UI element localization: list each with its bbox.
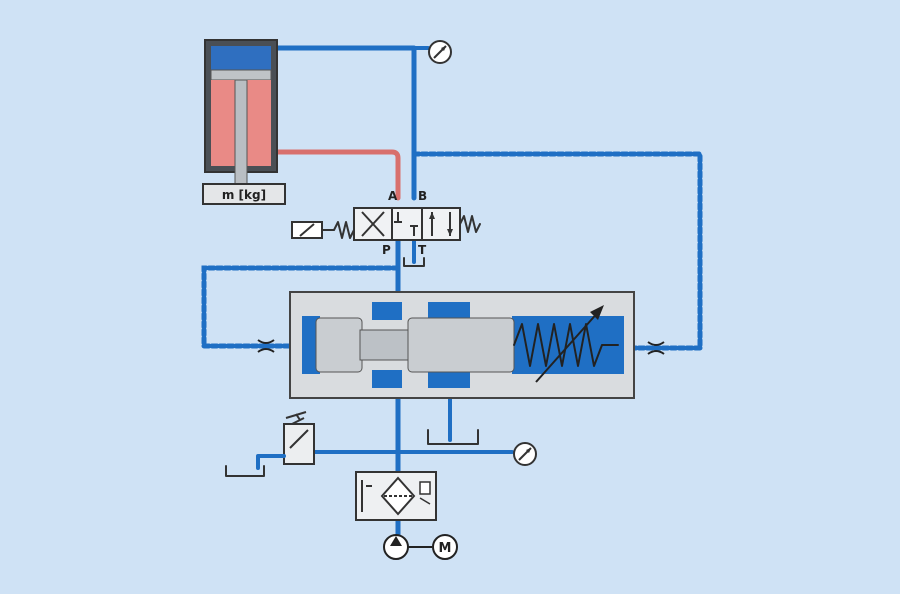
pilot-lines	[201, 151, 703, 351]
port-p-label: P	[382, 243, 391, 257]
tank-icon	[225, 465, 265, 477]
load-label: m [kg]	[222, 188, 266, 202]
pressure-gauge-icon	[428, 40, 452, 64]
directional-control-valve: A B P T	[291, 189, 481, 257]
valve-envelope-right	[421, 207, 461, 241]
port-a-label: A	[388, 189, 398, 203]
throttle-valve-icon	[647, 341, 665, 355]
compensator-spool-left	[315, 317, 363, 373]
cylinder-rod-chamber-left	[211, 80, 235, 166]
compensator-port-bottom-right	[428, 370, 470, 388]
spring-icon	[333, 221, 355, 239]
port-t-label: T	[418, 243, 427, 257]
port-b-label: B	[418, 189, 427, 203]
tank-icon	[403, 257, 425, 267]
compensator-spool-right	[407, 317, 515, 373]
adjustment-arrow-head	[590, 305, 604, 320]
load-box	[202, 183, 286, 205]
pressure-gauge-icon	[513, 442, 537, 466]
line-cylinder-top-to-b	[273, 45, 417, 201]
tank-icon	[427, 429, 479, 445]
adjustment-arrow	[535, 309, 601, 383]
compensator-port-top-left	[372, 302, 402, 320]
pressure-compensator	[289, 291, 635, 399]
filter-icon	[380, 476, 416, 516]
line-cylinder-rod-to-a	[273, 149, 401, 201]
relief-valve-icon	[283, 411, 315, 465]
solenoid-actuator-icon	[291, 221, 334, 239]
cylinder-piston	[210, 69, 272, 81]
compensator-port-bottom-left	[372, 370, 402, 388]
load-mass: m [kg]	[202, 183, 286, 205]
electric-motor-icon: M	[432, 534, 458, 560]
compensator-port-top-right	[428, 302, 470, 320]
cylinder-cap-chamber	[211, 46, 271, 70]
filter-unit	[355, 471, 437, 521]
compensator-spool-neck	[359, 329, 411, 361]
cylinder-rod	[234, 79, 248, 185]
return-lines	[273, 149, 401, 201]
hydraulic-pump-icon	[383, 534, 409, 560]
pilot-line-right	[411, 151, 703, 351]
line-relief-to-tank	[256, 454, 286, 470]
throttle-valve-icon	[257, 339, 275, 353]
cylinder-rod-chamber-right	[247, 80, 271, 166]
valve-envelope-center	[391, 207, 423, 241]
motor-label: M	[439, 541, 452, 556]
hydraulic-cylinder	[204, 39, 278, 185]
pilot-line-left	[201, 265, 401, 349]
spring-icon	[513, 323, 619, 367]
spring-icon	[459, 215, 481, 233]
